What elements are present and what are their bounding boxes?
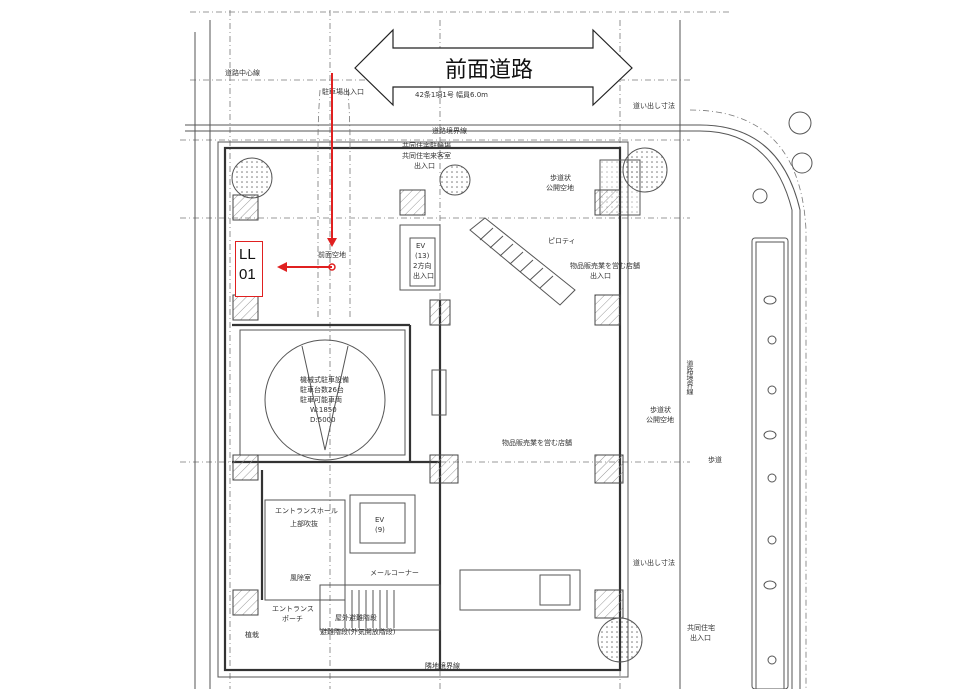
label-planting: 植栽 [245, 630, 259, 639]
label-shop-entrance-2: 出入口 [590, 271, 611, 280]
label-shop-entrance-1: 物品販売業を営む店舗 [570, 261, 640, 270]
label-residence-entrance: 出入口 [414, 161, 435, 170]
label-parking-1: 機械式駐車設備 [300, 375, 349, 384]
label-road-width: 42条1項1号 幅員6.0m [415, 90, 488, 99]
label-parking-5: D:5000 [310, 416, 336, 424]
label-parking-entrance: 駐車場出入口 [322, 87, 364, 96]
label-ev13-two-way: 2方向 [413, 261, 431, 270]
label-pull-out-top: 道い出し寸法 [633, 101, 675, 110]
marker-line-1: LL [239, 246, 256, 263]
road-boundary-curb [185, 124, 801, 689]
route-arrows [277, 73, 337, 272]
label-entrance-porch-2: ポーチ [282, 615, 303, 623]
label-public-space-r1: 歩道状 [650, 405, 671, 414]
parking-turntable [264, 339, 386, 461]
label-front-space: 前面空地 [318, 250, 346, 259]
label-public-space-r2: 公開空地 [646, 415, 674, 424]
label-adjacent-boundary: 隣地境界線 [425, 661, 460, 670]
label-residence-bike: 共同住宅駐輪場 [402, 141, 451, 150]
label-road-boundary-right: 道路境界線 [686, 359, 694, 395]
label-road-boundary-top: 道路境界線 [432, 126, 467, 135]
plan-labels: 道路中心線 駐車場出入口 42条1項1号 幅員6.0m 道路境界線 共同住宅駐輪… [225, 68, 722, 670]
label-ev13: EV [416, 242, 425, 250]
label-pull-out-bottom: 道い出し寸法 [633, 558, 675, 567]
label-atrium: 上部吹抜 [290, 519, 318, 528]
label-residence-entrance-1: 共同住宅 [687, 623, 715, 632]
label-public-space-1: 歩道状 [550, 173, 571, 182]
label-windbreak: 風除室 [290, 573, 311, 582]
front-road-arrow: 前面道路 [354, 28, 633, 107]
label-mail-corner: メールコーナー [370, 569, 419, 577]
planting-strip [751, 237, 789, 689]
front-road-label: 前面道路 [445, 58, 533, 83]
label-piloti: ピロティ [548, 237, 576, 245]
label-entrance-porch-1: エントランス [272, 605, 314, 613]
label-sidewalk: 歩道 [708, 455, 722, 464]
label-parking-2: 駐車台数26台 [300, 385, 344, 394]
label-outdoor-stairs: 屋外避難階段 [335, 613, 377, 622]
columns [232, 189, 624, 619]
label-ev13-entrance: 出入口 [413, 271, 434, 280]
label-ev13-num: (13) [415, 252, 430, 260]
piloti-stair [469, 217, 576, 306]
label-ev9: EV [375, 516, 384, 524]
label-ev9-num: (9) [375, 526, 385, 534]
label-parking-4: W:1850 [310, 406, 337, 414]
label-public-space-2: 公開空地 [546, 183, 574, 192]
location-marker-ll01: LL 01 [235, 241, 263, 297]
building-outline [223, 146, 622, 672]
label-road-center: 道路中心線 [225, 68, 260, 77]
label-residence-guest: 共同住宅来客室 [402, 151, 451, 160]
label-entrance-hall: エントランスホール [275, 507, 338, 515]
trees [231, 147, 668, 663]
label-shop: 物品販売業を営む店舗 [502, 438, 572, 447]
label-stairs-note: 避難階段(外気開放階段) [320, 627, 396, 636]
stairs [344, 590, 395, 628]
sidewalk-markers [763, 295, 777, 665]
marker-line-2: 01 [239, 266, 256, 283]
label-parking-3: 駐車可能車両 [300, 395, 342, 404]
label-residence-entrance-2: 出入口 [690, 633, 711, 642]
